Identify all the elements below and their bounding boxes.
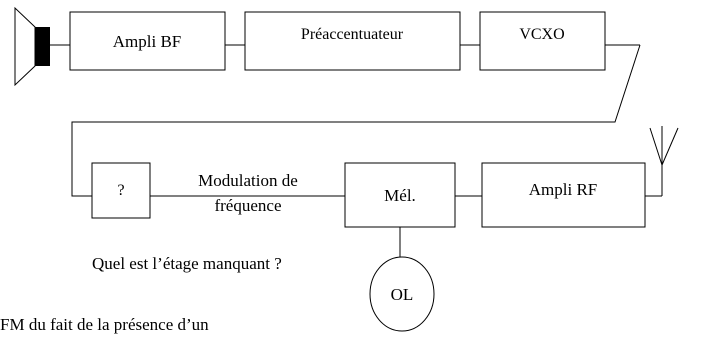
antenna-icon <box>649 126 679 196</box>
block-vcxo-label: VCXO <box>519 26 564 43</box>
block-ampli-bf: Ampli BF <box>69 11 226 71</box>
block-unknown-label: ? <box>117 182 124 199</box>
block-vcxo: VCXO <box>479 11 606 71</box>
block-preaccentuateur: Préaccentuateur <box>244 11 461 71</box>
block-oscillateur-local-label: OL <box>391 285 414 304</box>
block-preaccentuateur-label: Préaccentuateur <box>301 26 404 43</box>
block-ampli-bf-label: Ampli BF <box>113 32 182 51</box>
block-melangeur-label: Mél. <box>384 186 416 205</box>
block-unknown: ? <box>91 162 151 219</box>
block-ampli-rf-label: Ampli RF <box>529 180 598 199</box>
modulation-label-line2: fréquence <box>214 196 281 215</box>
question-text: Quel est l’étage manquant ? <box>92 254 282 273</box>
modulation-label-line1: Modulation de <box>198 171 298 190</box>
footer-text-fragment: FM du fait de la présence d’un <box>0 315 209 334</box>
wire-return-path <box>71 44 641 197</box>
block-oscillateur-local: OL <box>369 256 435 332</box>
speaker-icon <box>14 6 50 87</box>
block-ampli-rf: Ampli RF <box>481 162 646 228</box>
block-melangeur: Mél. <box>344 162 456 228</box>
